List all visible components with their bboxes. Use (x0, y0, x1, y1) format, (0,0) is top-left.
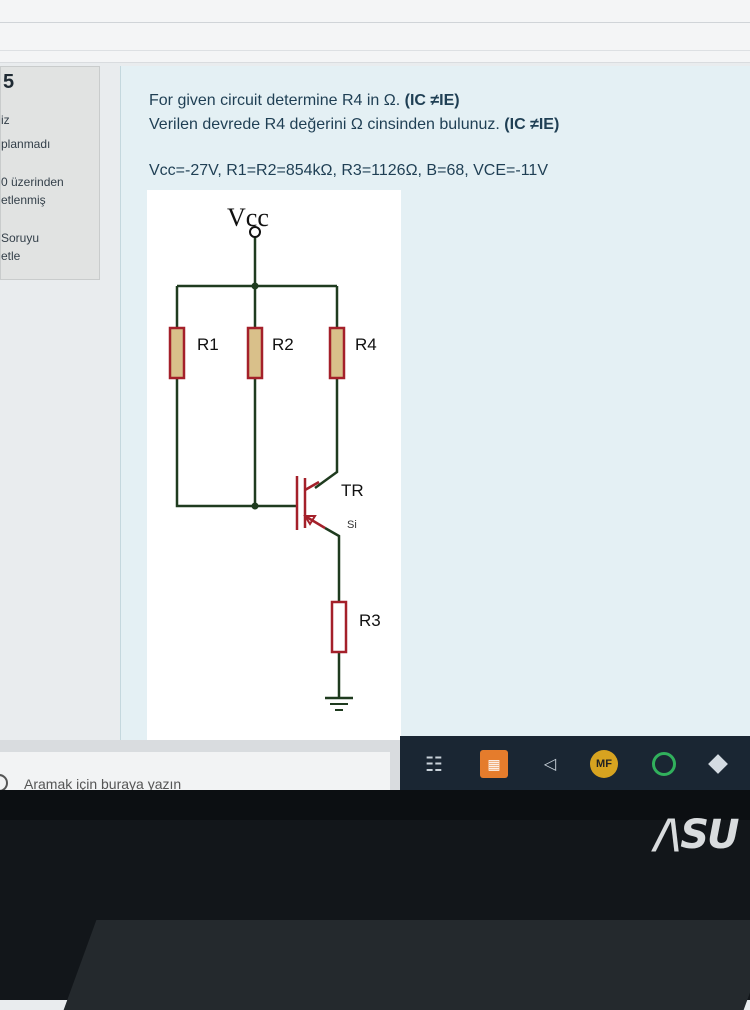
resistor-r4 (328, 326, 346, 380)
r1-label: R1 (197, 335, 219, 354)
mf-icon[interactable]: MF (590, 750, 618, 778)
resistor-r1 (168, 326, 186, 380)
search-placeholder: Aramak için buraya yazın (24, 776, 182, 792)
given-values: Vcc=-27V, R1=R2=854kΩ, R3=1126Ω, B=68, V… (149, 162, 548, 179)
browser-top-area (0, 0, 750, 63)
transistor-collector-lead (304, 480, 320, 492)
vcc-terminal (249, 226, 261, 238)
junction-dot (251, 282, 259, 290)
question-text: For given circuit determine R4 in Ω. (149, 92, 405, 109)
bezel-edge (0, 790, 750, 820)
diamond-icon[interactable] (704, 750, 732, 778)
r2-label: R2 (272, 335, 294, 354)
question-info-panel: 5 iz planmadı 0 üzerinden etlenmiş Soruy… (0, 66, 100, 280)
points-line: 0 üzerinden (1, 175, 64, 189)
brand-logo: /\SU (655, 812, 740, 858)
question-text: Verilen devrede R4 değerini Ω cinsinden … (149, 116, 505, 133)
r3-label: R3 (359, 611, 381, 630)
silicon-label: Si (347, 519, 357, 531)
r1-branch-wire (175, 286, 255, 508)
divider (0, 22, 750, 23)
question-line-english: For given circuit determine R4 in Ω. (IC… (149, 92, 460, 110)
points-line: etlenmiş (1, 193, 46, 207)
question-text-panel: For given circuit determine R4 in Ω. (IC… (120, 66, 750, 752)
r4-collector-wire (314, 286, 339, 490)
status-line: iz (1, 113, 10, 127)
flag-question-link[interactable]: etle (1, 249, 21, 263)
junction-dot (251, 502, 259, 510)
vcc-label: Vcc (227, 203, 269, 232)
divider (0, 50, 750, 51)
store-icon[interactable]: ▦ (480, 750, 508, 778)
question-number: 5 (3, 71, 15, 93)
visual-studio-icon[interactable]: ◁ (543, 756, 557, 773)
r4-label: R4 (355, 335, 377, 354)
resistor-r2 (246, 326, 264, 380)
question-line-turkish: Verilen devrede R4 değerini Ω cinsinden … (149, 116, 559, 134)
taskbar-apps: ☷ ▦ ◁ MF (400, 736, 750, 796)
keyboard-edge (63, 920, 750, 1010)
transistor-arrow (303, 515, 317, 526)
resistor-r3 (330, 600, 348, 654)
transistor-label: TR (341, 481, 364, 500)
circuit-diagram: Vcc R1 R2 R4 TR Si R3 (147, 190, 401, 752)
flag-question-link[interactable]: Soruyu (1, 231, 40, 245)
condition-text: (IC ≠IE) (504, 116, 560, 133)
emitter-wire (324, 526, 341, 698)
status-line: planmadı (1, 137, 51, 151)
condition-text: (IC ≠IE) (404, 92, 460, 109)
transistor-emitter-lead (304, 514, 326, 530)
ring-icon[interactable] (650, 750, 678, 778)
task-view-icon[interactable]: ☷ (425, 753, 443, 776)
circuit-svg: Vcc R1 R2 R4 TR Si R3 (168, 203, 381, 711)
